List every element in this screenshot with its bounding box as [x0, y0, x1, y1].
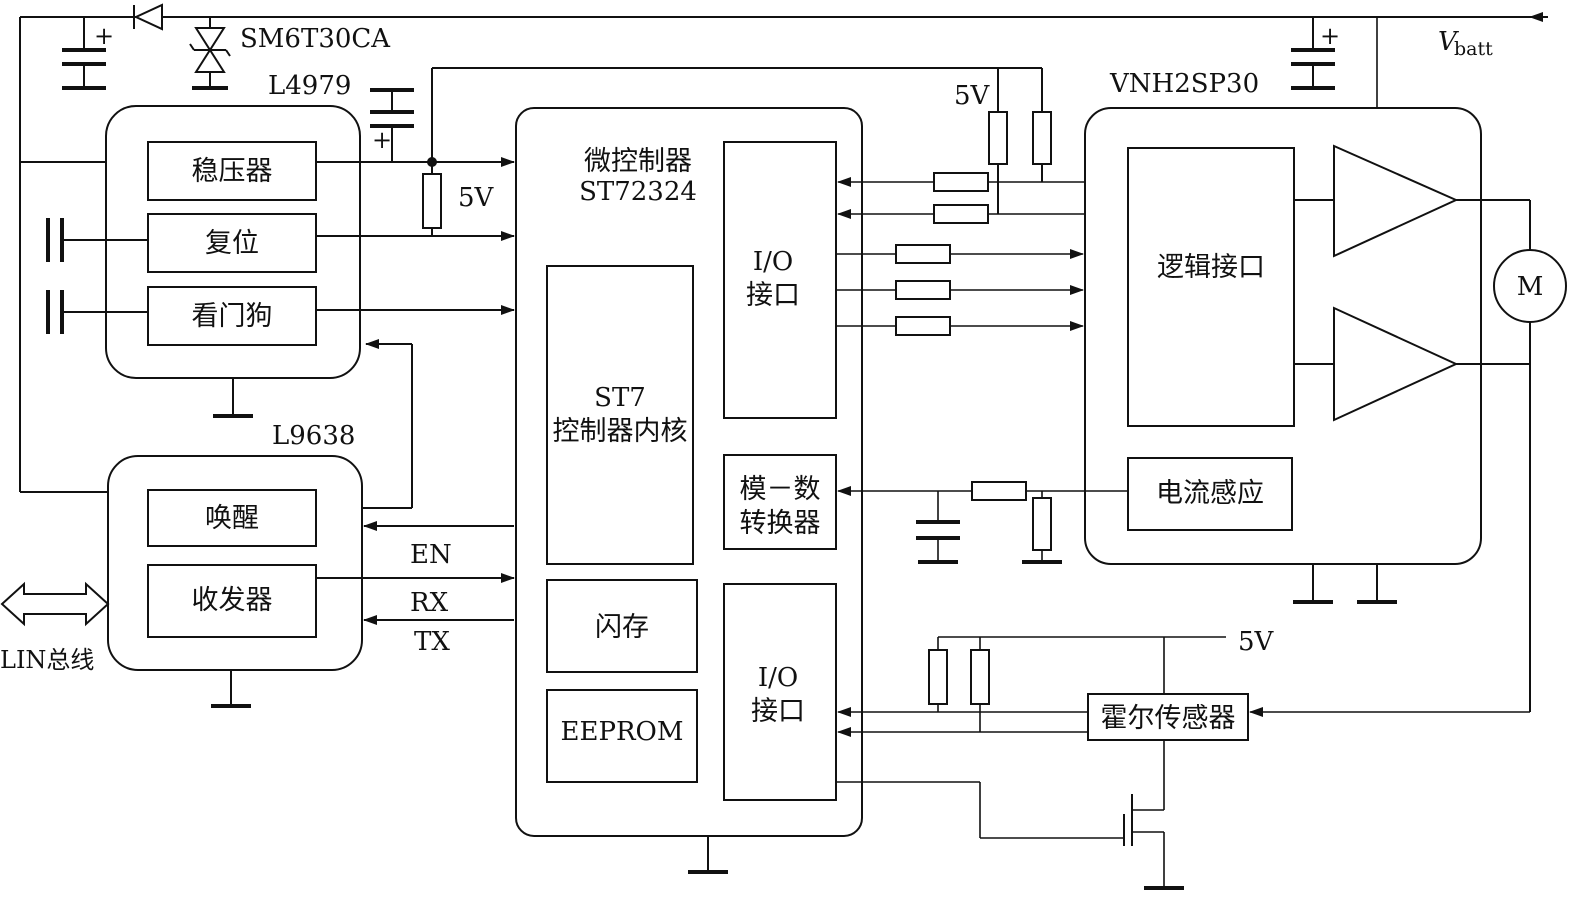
io-bottom-block — [723, 583, 837, 801]
hall-power-mosfet-symbol — [836, 740, 1184, 890]
mcu-part-number: ST72324 — [579, 177, 697, 207]
vbatt-label: V — [1438, 27, 1459, 57]
transceiver-block — [147, 564, 317, 638]
cap-plus-sign: + — [94, 22, 114, 50]
hall-5v-label: 5V — [1238, 627, 1275, 657]
l9638-label: L9638 — [272, 421, 355, 451]
eeprom-label: EEPROM — [561, 717, 684, 747]
motor-label: M — [1517, 272, 1544, 302]
current-sense-signal-line — [837, 481, 1128, 564]
tvs-diode-symbol — [189, 17, 231, 90]
low-side-driver-symbol — [1294, 306, 1531, 712]
logic-interface-block — [1127, 147, 1295, 427]
eeprom-block — [546, 689, 698, 783]
reverse-diode-symbol — [133, 3, 163, 31]
top-5v-label: 5V — [954, 81, 991, 111]
battery-capacitor-symbol — [1291, 17, 1335, 90]
io-top-label-line2: 接口 — [746, 280, 800, 311]
core-label-line2: 控制器内核 — [553, 416, 688, 447]
wakeup-label: 唤醒 — [205, 503, 259, 534]
current-sense-label: 电流感应 — [1156, 478, 1264, 509]
cap-plus-sign: + — [1320, 22, 1340, 50]
motor-symbol — [1493, 249, 1567, 323]
io-control-line-2 — [836, 280, 1084, 300]
hall-5v-rail — [928, 636, 1226, 732]
watchdog-capacitor-symbol — [46, 290, 148, 334]
flash-block — [546, 579, 698, 673]
mcu-ground — [688, 836, 728, 874]
io-feedback-line-2 — [837, 204, 1128, 224]
reset-capacitor-symbol — [46, 218, 148, 262]
vnh-label: VNH2SP30 — [1109, 69, 1259, 99]
wakeup-block — [147, 489, 317, 547]
io-bottom-label-line2: 接口 — [751, 696, 805, 727]
io-top-block — [723, 141, 837, 419]
reset-block — [147, 213, 317, 273]
pullup-resistors-top — [988, 111, 1052, 214]
regulator-output-capacitor-symbol — [370, 88, 414, 162]
hall-sensor-label: 霍尔传感器 — [1101, 703, 1236, 734]
mcu-title: 微控制器 — [584, 146, 692, 177]
hall-sensor-block — [1087, 693, 1249, 741]
current-sense-block — [1127, 457, 1293, 531]
vcc-5v-net — [316, 67, 1043, 236]
io-control-line-1 — [836, 244, 1084, 264]
l4979-ground — [213, 378, 253, 418]
io-bottom-label-line1: I/O — [758, 663, 798, 693]
watchdog-label: 看门狗 — [192, 301, 273, 332]
lin-bus-arrow — [0, 581, 110, 627]
l4979-label: L4979 — [268, 71, 351, 101]
regulator-label: 稳压器 — [192, 156, 273, 187]
regulator-block — [147, 141, 317, 201]
high-side-driver-symbol — [1294, 144, 1531, 258]
input-capacitor-symbol — [62, 17, 106, 90]
adc-label-line1: 模－数 — [740, 474, 821, 505]
reset-label: 复位 — [205, 228, 259, 259]
reg-5v-label: 5V — [458, 183, 495, 213]
flash-label: 闪存 — [595, 612, 649, 643]
logic-interface-label: 逻辑接口 — [1157, 252, 1265, 283]
core-label-line1: ST7 — [594, 383, 646, 413]
transceiver-label: 收发器 — [192, 585, 273, 616]
core-block — [546, 265, 694, 565]
hall-signal-lines — [837, 707, 1088, 737]
tx-label: TX — [414, 627, 450, 657]
vbatt-subscript: batt — [1454, 38, 1493, 60]
l9638-ground — [211, 670, 251, 708]
watchdog-block — [147, 286, 317, 346]
en-label: EN — [410, 540, 452, 570]
adc-label-line2: 转换器 — [740, 508, 821, 539]
lin-bus-label: LIN总线 — [0, 646, 94, 674]
rx-label: RX — [410, 588, 449, 618]
io-control-line-3 — [836, 316, 1084, 336]
io-top-label-line1: I/O — [753, 247, 793, 277]
tvs-diode-label: SM6T30CA — [240, 24, 391, 54]
vnh-ground — [1293, 564, 1397, 604]
cap-plus-sign: + — [372, 126, 392, 154]
adc-block — [723, 454, 837, 550]
